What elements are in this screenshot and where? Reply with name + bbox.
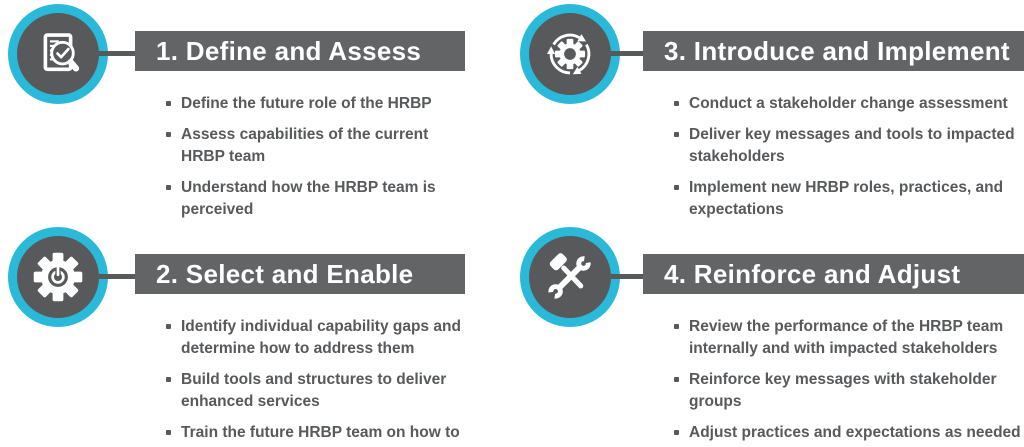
gear-cycle-icon — [547, 33, 591, 75]
phase-section-1: 1. Define and Assess Define the future r… — [0, 0, 512, 223]
bullet-marker — [166, 324, 171, 329]
bullet-text: Implement new HRBP roles, practices, and… — [689, 179, 1004, 218]
bullet-text: Train the future HRBP team on how to lev… — [181, 424, 460, 447]
bullet-text: Review the performance of the HRBP team … — [689, 318, 1004, 357]
bullet-text: Assess capabilities of the current HRBP … — [181, 126, 429, 165]
bullet-marker — [674, 185, 679, 190]
phase-4-title-bar: 4. Reinforce and Adjust — [643, 254, 1024, 294]
phase-2-icon-badge — [8, 227, 108, 327]
bullet-text: Adjust practices and expectations as nee… — [689, 424, 1021, 441]
list-item: Review the performance of the HRBP team … — [674, 316, 1024, 360]
list-item: Define the future role of the HRBP — [166, 93, 472, 115]
bullet-text: Understand how the HRBP team is perceive… — [181, 179, 436, 218]
phase-1-title: 1. Define and Assess — [156, 35, 422, 66]
phase-section-2: 2. Select and Enable Identify individual… — [0, 223, 512, 447]
phase-2-bullet-list: Identify individual capability gaps and … — [166, 316, 472, 447]
list-item: Implement new HRBP roles, practices, and… — [674, 177, 1024, 221]
bullet-marker — [166, 101, 171, 106]
phase-3-title: 3. Introduce and Implement — [664, 35, 1010, 66]
connector-line — [99, 274, 141, 279]
connector-line — [611, 274, 653, 279]
phase-3-title-bar: 3. Introduce and Implement — [643, 31, 1024, 71]
bullet-marker — [674, 101, 679, 106]
phase-section-4: 4. Reinforce and Adjust Review the perfo… — [512, 223, 1024, 446]
phase-3-bullet-list: Conduct a stakeholder change assessment … — [674, 93, 1024, 230]
document-magnifier-check-icon — [43, 33, 80, 72]
bullet-text: Define the future role of the HRBP — [181, 95, 432, 112]
bullet-marker — [674, 430, 679, 435]
phase-2-title-bar: 2. Select and Enable — [135, 254, 465, 294]
list-item: Train the future HRBP team on how to lev… — [166, 422, 472, 447]
bullet-text: Deliver key messages and tools to impact… — [689, 126, 1015, 165]
connector-line — [99, 51, 141, 56]
bullet-text: Identify individual capability gaps and … — [181, 318, 461, 357]
bullet-text: Conduct a stakeholder change assessment — [689, 95, 1008, 112]
list-item: Conduct a stakeholder change assessment — [674, 93, 1024, 115]
phase-1-bullet-list: Define the future role of the HRBP Asses… — [166, 93, 472, 230]
bullet-marker — [674, 132, 679, 137]
phase-4-title: 4. Reinforce and Adjust — [664, 258, 961, 289]
list-item: Understand how the HRBP team is perceive… — [166, 177, 472, 221]
hammer-wrench-icon — [548, 253, 591, 299]
phase-1-icon-badge — [8, 4, 108, 104]
bullet-marker — [166, 377, 171, 382]
list-item: Assess capabilities of the current HRBP … — [166, 124, 472, 168]
bullet-text: Reinforce key messages with stakeholder … — [689, 371, 997, 410]
bullet-text: Build tools and structures to deliver en… — [181, 371, 447, 410]
phase-4-icon-badge — [520, 227, 620, 327]
list-item: Identify individual capability gaps and … — [166, 316, 472, 360]
list-item: Build tools and structures to deliver en… — [166, 369, 472, 413]
phase-3-icon-badge — [520, 4, 620, 104]
connector-line — [611, 51, 653, 56]
bullet-marker — [166, 430, 171, 435]
phase-1-title-bar: 1. Define and Assess — [135, 31, 465, 71]
bullet-marker — [166, 185, 171, 190]
phase-4-bullet-list: Review the performance of the HRBP team … — [674, 316, 1024, 447]
bullet-marker — [674, 324, 679, 329]
gear-power-icon — [33, 252, 83, 302]
list-item: Deliver key messages and tools to impact… — [674, 124, 1024, 168]
bullet-marker — [674, 377, 679, 382]
bullet-marker — [166, 132, 171, 137]
list-item: Adjust practices and expectations as nee… — [674, 422, 1024, 444]
list-item: Reinforce key messages with stakeholder … — [674, 369, 1024, 413]
phase-section-3: 3. Introduce and Implement Conduct a sta… — [512, 0, 1024, 223]
phase-2-title: 2. Select and Enable — [156, 258, 414, 289]
